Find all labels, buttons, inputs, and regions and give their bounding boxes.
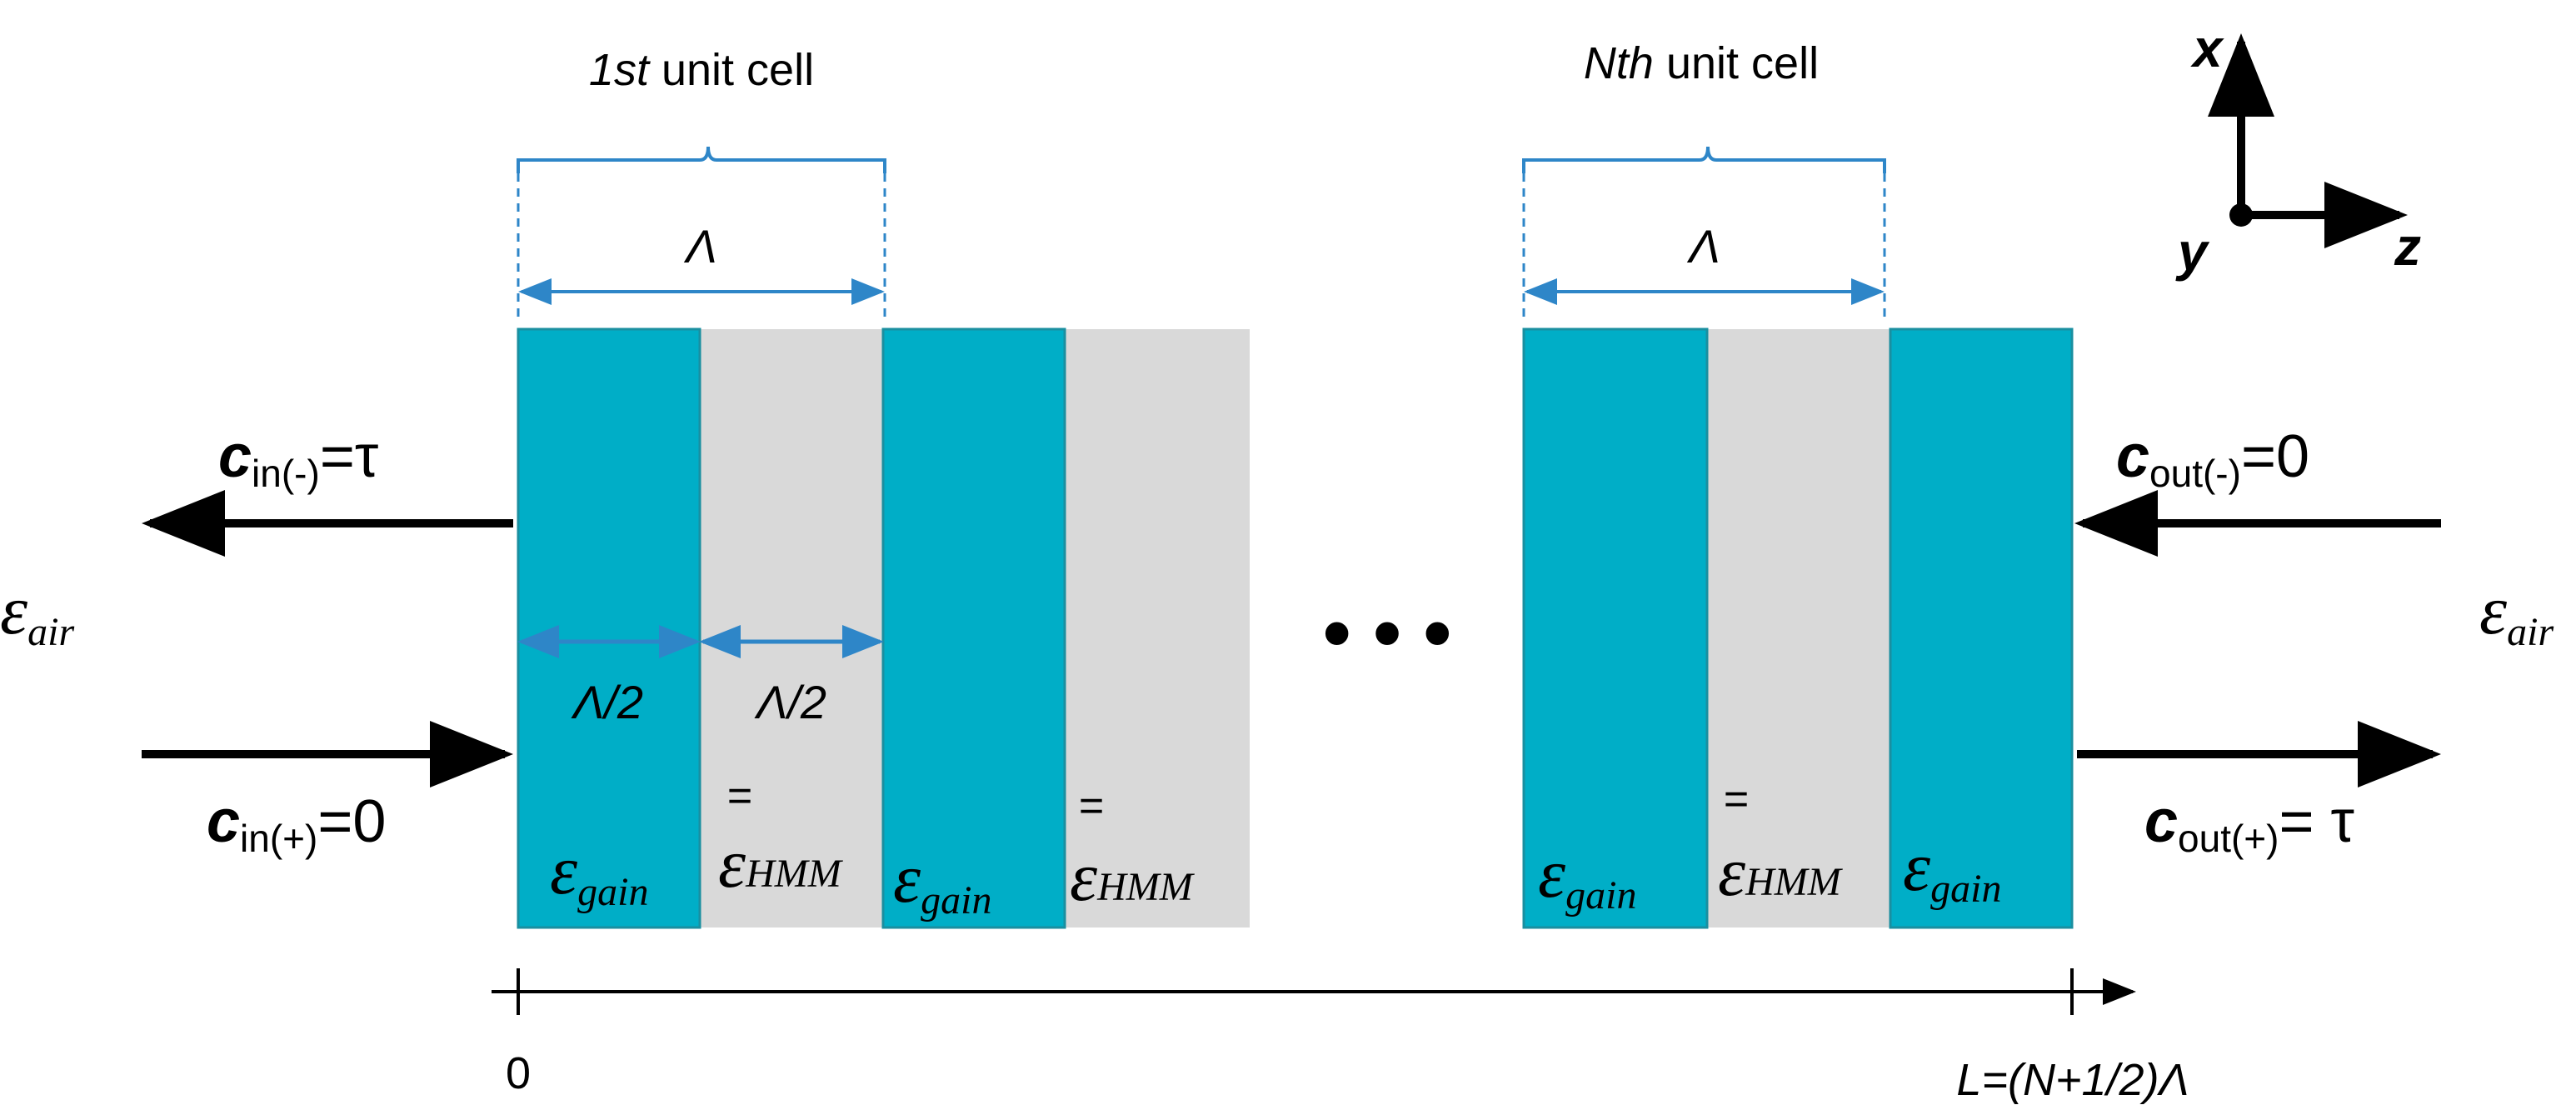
- hmm-layer-2: [1065, 329, 1250, 928]
- half-lambda-label-gain: Λ/2: [571, 676, 643, 728]
- eps-hmm-2: εHMM: [1070, 838, 1196, 916]
- label-c-in-minus: cin(-)=τ: [218, 423, 378, 495]
- lambda-label-1st: Λ: [683, 220, 716, 272]
- label-c-out-plus: cout(+)= τ: [2144, 788, 2354, 860]
- coord-z-label: z: [2394, 217, 2421, 277]
- coord-y-dot: [2229, 203, 2253, 227]
- ellipsis: • • •: [1323, 588, 1451, 678]
- hmm-layer-3: [1707, 329, 1890, 928]
- eps-gain-1: εgain: [550, 832, 648, 914]
- coord-x-label: x: [2190, 18, 2224, 78]
- lambda-label-nth: Λ: [1686, 220, 1720, 272]
- eps-gain-4: εgain: [1903, 828, 2001, 911]
- eq-sign-2: =: [1079, 782, 1104, 830]
- cell-1st-title: 1st unit cell: [589, 45, 814, 95]
- gain-layer-1: [517, 328, 701, 929]
- eps-gain-3: εgain: [1538, 835, 1636, 918]
- label-c-out-minus: cout(-)=0: [2116, 423, 2309, 495]
- gain-layer-4: [1889, 328, 2074, 929]
- brace-nth-cell: [1522, 146, 1886, 173]
- cell-nth-title: Nth unit cell: [1584, 38, 1819, 88]
- eps-hmm-1: εHMM: [718, 825, 844, 902]
- half-lambda-label-hmm: Λ/2: [754, 676, 826, 728]
- eps-gain-2: εgain: [893, 840, 991, 922]
- axis-length-label: L=(N+1/2)Λ: [1956, 1055, 2189, 1105]
- gain-layer-2: [881, 328, 1066, 929]
- eq-sign-1: =: [727, 772, 752, 820]
- label-c-in-plus: cin(+)=0: [207, 788, 386, 860]
- eps-hmm-3: εHMM: [1718, 833, 1844, 911]
- axis-origin-label: 0: [506, 1048, 531, 1098]
- eps-air-right: εair: [2479, 572, 2554, 654]
- eps-air-left: εair: [0, 572, 74, 654]
- coord-y-label: y: [2175, 222, 2210, 282]
- eq-sign-3: =: [1724, 775, 1749, 823]
- brace-1st-cell: [517, 146, 886, 173]
- gain-layer-3: [1522, 328, 1709, 929]
